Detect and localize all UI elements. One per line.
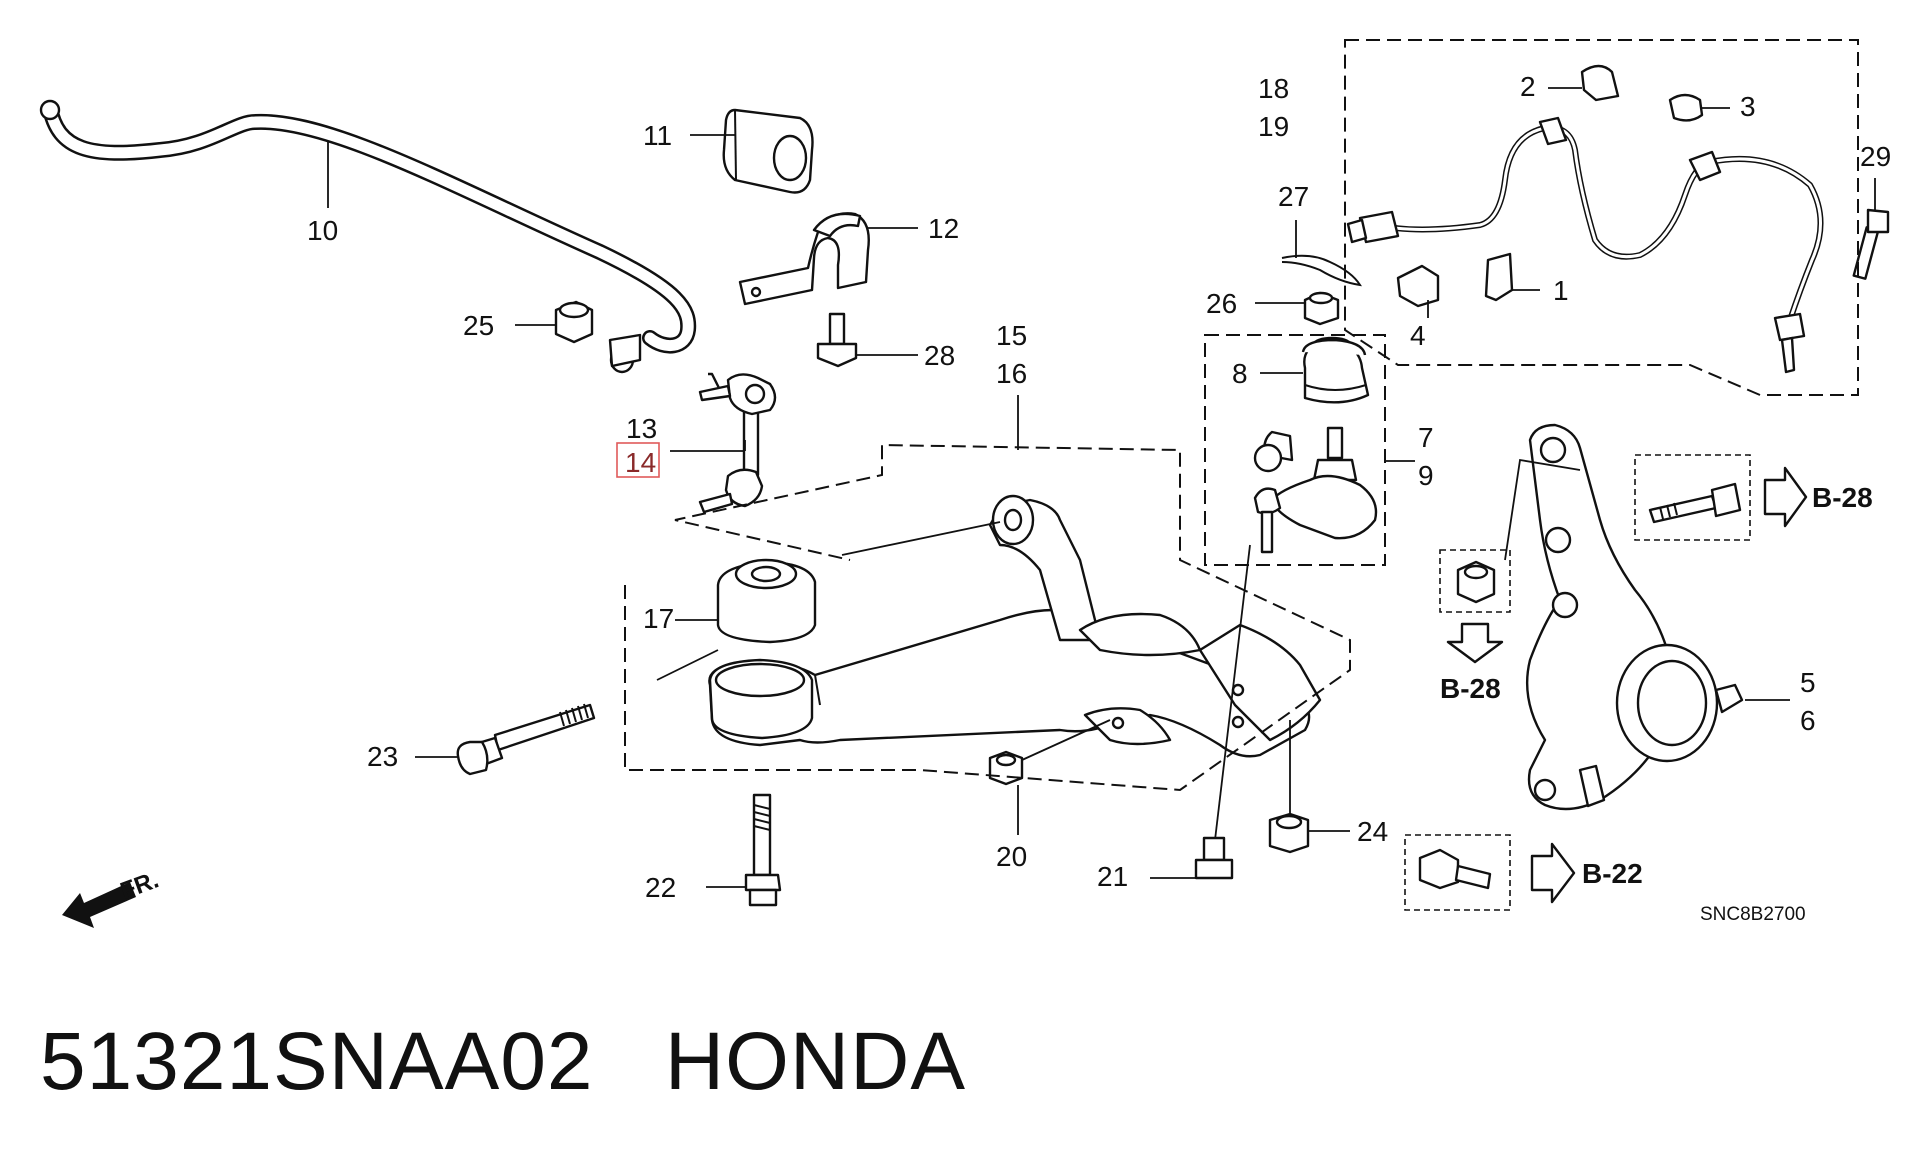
stabilizer-bar <box>39 99 697 374</box>
stabilizer-bushing <box>722 108 814 194</box>
lower-control-arm <box>708 494 1322 758</box>
bolt-b22 <box>1404 834 1511 911</box>
leader-lines <box>327 87 1876 888</box>
callout-14: 14 <box>625 447 656 478</box>
callout-12: 12 <box>928 213 959 244</box>
callout-6: 6 <box>1800 705 1816 736</box>
steering-knuckle <box>1525 423 1744 811</box>
stabilizer-link <box>698 372 777 514</box>
compliance-bushing <box>716 558 817 644</box>
callout-18: 18 <box>1258 73 1289 104</box>
group-7-9-boundary <box>1204 334 1386 566</box>
callout-3: 3 <box>1740 91 1756 122</box>
nut-25 <box>554 300 594 344</box>
callout-24: 24 <box>1357 816 1388 847</box>
wheel-sensor-harness <box>1346 64 1890 374</box>
highlight-box-14 <box>616 442 660 478</box>
callout-1: 1 <box>1553 275 1569 306</box>
arrow-b22 <box>1530 842 1576 904</box>
callout-15: 15 <box>996 320 1027 351</box>
callout-7: 7 <box>1418 422 1434 453</box>
group-18-19-boundary <box>1344 39 1859 396</box>
ball-joint-boot <box>1301 338 1367 356</box>
bolt-28 <box>816 312 858 368</box>
front-label: FR. <box>117 866 163 905</box>
callout-20: 20 <box>996 841 1027 872</box>
ref-label-b28-down: B-28 <box>1440 673 1501 704</box>
callout-numbers: 1 2 3 4 5 6 7 8 9 10 11 12 13 14 15 16 1… <box>307 71 1891 903</box>
callout-16: 16 <box>996 358 1027 389</box>
callout-8: 8 <box>1232 358 1248 389</box>
nut-20 <box>988 750 1024 786</box>
bushing-holder <box>738 212 870 306</box>
ball-joint <box>1253 336 1378 554</box>
nut-26 <box>1303 291 1340 326</box>
callout-29: 29 <box>1860 141 1891 172</box>
callout-27: 27 <box>1278 181 1309 212</box>
cotter-pin-27 <box>1281 254 1362 287</box>
brand-name: HONDA <box>664 1016 967 1107</box>
parts-diagram: 1 2 3 4 5 6 7 8 9 10 11 12 13 14 15 16 1… <box>39 39 1891 928</box>
part-caption: 51321SNAA02 HONDA <box>40 1015 966 1109</box>
callout-19: 19 <box>1258 111 1289 142</box>
part-number: 51321SNAA02 <box>40 1016 594 1107</box>
callout-5: 5 <box>1800 667 1816 698</box>
callout-2: 2 <box>1520 71 1536 102</box>
callout-23: 23 <box>367 741 398 772</box>
bolt-b28-right <box>1634 454 1751 541</box>
group-15-16-boundary <box>624 443 1351 792</box>
callout-25: 25 <box>463 310 494 341</box>
arrow-b28-down <box>1446 622 1504 664</box>
nut-24 <box>1268 812 1310 854</box>
bolt-23 <box>456 703 596 776</box>
callout-13: 13 <box>626 413 657 444</box>
ref-label-b22: B-22 <box>1582 858 1643 889</box>
callout-26: 26 <box>1206 288 1237 319</box>
front-arrow-icon <box>62 880 136 928</box>
ref-label-b28-right: B-28 <box>1812 482 1873 513</box>
callout-28: 28 <box>924 340 955 371</box>
callout-9: 9 <box>1418 460 1434 491</box>
bolt-21 <box>1194 544 1251 880</box>
callout-10: 10 <box>307 215 338 246</box>
bolt-22 <box>744 793 782 907</box>
callout-4: 4 <box>1410 320 1426 351</box>
nut-b28-down <box>1439 549 1511 613</box>
callout-17: 17 <box>643 603 674 634</box>
arrow-b28-right <box>1763 466 1808 528</box>
callout-11: 11 <box>643 120 672 151</box>
callout-21: 21 <box>1097 861 1128 892</box>
callout-22: 22 <box>645 872 676 903</box>
diagram-code: SNC8B2700 <box>1700 904 1806 925</box>
